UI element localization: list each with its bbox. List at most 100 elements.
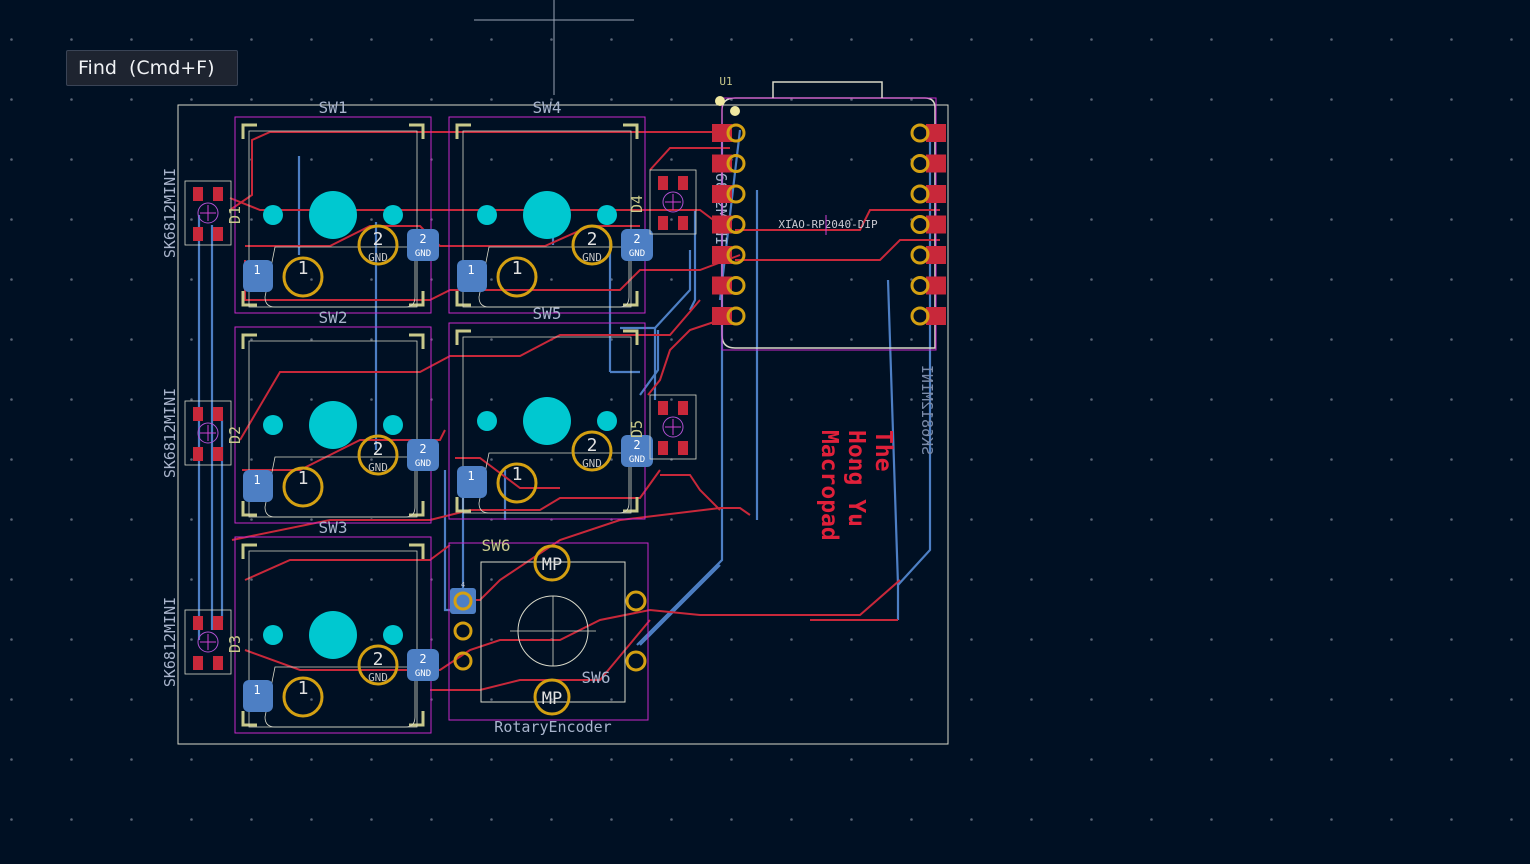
pad-1[interactable] [496,256,538,298]
mcu-pin-left[interactable] [726,215,746,234]
mcu-pin-right[interactable] [910,276,930,295]
smd-pad-2[interactable] [407,229,439,261]
pad-2[interactable] [571,430,613,472]
led-footprint-d4[interactable]: D4 [628,169,697,235]
pad-1[interactable] [282,466,324,508]
pad-1[interactable] [282,676,324,718]
led-pad[interactable] [658,441,668,455]
led-pad[interactable] [213,227,223,241]
front-trace [231,469,661,541]
pad-1[interactable] [282,256,324,298]
mcu-pad-right[interactable] [926,215,946,234]
pin1-marker [715,96,725,106]
led-pad[interactable] [678,216,688,230]
smd-pad-1[interactable] [457,260,487,292]
pad-2[interactable] [357,434,399,476]
mcu-pin-right[interactable] [910,245,930,265]
mcu-pad-left[interactable] [712,307,732,325]
led-pad[interactable] [678,401,688,415]
encoder-pin[interactable] [453,591,473,611]
led-pad[interactable] [213,407,223,421]
mcu-pad-right[interactable] [926,307,946,325]
smd-pad-1-label: 1 [253,683,260,697]
smd-pad-2[interactable] [621,229,653,261]
led-pad[interactable] [658,216,668,230]
front-trace [239,299,701,441]
pad-2[interactable] [357,224,399,266]
mcu-pad-left[interactable] [712,215,732,234]
led-pad[interactable] [193,656,203,670]
pad-2[interactable] [357,644,399,686]
switch-courtyard [234,116,432,314]
mcu-pin-left[interactable] [726,154,746,173]
smd-pad-1[interactable] [243,680,273,712]
smd-pad-2[interactable] [407,649,439,681]
smd-gnd-label: GND [415,249,431,259]
led-pad[interactable] [193,227,203,241]
led-pad[interactable] [213,616,223,630]
encoder-pin[interactable] [453,651,473,671]
encoder-switch-pin[interactable] [625,590,647,612]
smd-pad-1-label: 1 [253,263,260,277]
encoder-mount-pad[interactable] [533,544,571,582]
mcu-pad-left[interactable] [712,246,732,264]
led-pad[interactable] [658,176,668,190]
pad-1[interactable] [496,462,538,504]
led-outline [184,180,232,246]
smd-pad-2[interactable] [407,439,439,471]
mcu-pin-left[interactable] [726,276,746,295]
smd-pad-1[interactable] [243,260,273,292]
smd-pad-1[interactable] [243,470,273,502]
encoder-mount-pad[interactable] [533,678,571,716]
mcu-pin-right[interactable] [910,215,930,234]
mcu-pad-right[interactable] [926,154,946,173]
led-pad[interactable] [678,441,688,455]
mcu-pin-right[interactable] [910,154,930,173]
mcu-pad-right[interactable] [926,246,946,264]
led-pad[interactable] [213,187,223,201]
front-trace [450,507,751,601]
led-pad[interactable] [658,401,668,415]
led-footprint-d5[interactable]: D5 [628,394,697,460]
led-pad[interactable] [678,176,688,190]
mcu-pad-left[interactable] [712,124,732,142]
led-pad[interactable] [193,616,203,630]
mcu-pin-left[interactable] [726,184,746,204]
pad-2[interactable] [571,224,613,266]
led-pad[interactable] [213,656,223,670]
led-pad[interactable] [193,187,203,201]
mcu-pad-right[interactable] [926,124,946,142]
encoder-pin[interactable] [453,621,473,641]
mcu-pad-left[interactable] [712,276,732,295]
smd-pad-2[interactable] [621,435,653,467]
mcu-pad-right[interactable] [926,185,946,203]
mcu-pin-right[interactable] [910,184,930,204]
smd-pad-1-label: 1 [467,469,474,483]
mcu-pad-left[interactable] [712,185,732,203]
encoder-switch-pin[interactable] [625,650,647,672]
mcu-pin-left[interactable] [726,123,746,143]
mcu-pin-left[interactable] [726,306,746,326]
mcu-pin-left[interactable] [726,245,746,265]
mcu-pad-right[interactable] [926,276,946,295]
led-pad[interactable] [193,407,203,421]
mcu-pin-right[interactable] [910,306,930,326]
mcu-pad-left[interactable] [712,154,732,173]
led-pad[interactable] [213,447,223,461]
mcu-pin-right[interactable] [910,123,930,143]
led-pad[interactable] [193,447,203,461]
smd-pad-1[interactable] [457,466,487,498]
encoder-pin-4-label: 4 [461,581,465,589]
